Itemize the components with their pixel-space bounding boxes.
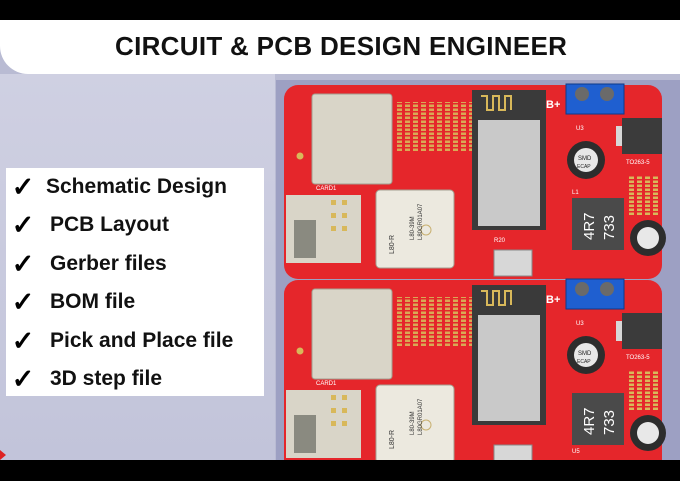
inductor-value: 4R7	[581, 212, 598, 240]
inductor-value: 4R7	[581, 407, 598, 435]
check-icon: ✓	[11, 363, 35, 394]
deliverable-label: BOM file	[50, 290, 136, 313]
card-label: CARD1	[316, 381, 337, 387]
deliverable-label: 3D step file	[50, 367, 163, 390]
power-label: B+	[546, 99, 560, 111]
u3-label: U3	[576, 126, 584, 132]
pcb-board-bottom: CARD1 L80-R L80-39M L80GR01A07	[284, 278, 666, 460]
list-item: ✓ Gerber files	[6, 245, 264, 283]
deliverable-label: Gerber files	[50, 252, 167, 275]
list-item: ✓ 3D step file	[6, 360, 264, 398]
cap-smd-label: SMD	[578, 156, 592, 162]
check-icon: ✓	[11, 209, 35, 240]
arrow-icon	[0, 450, 6, 460]
inductor-code: 733	[601, 410, 618, 435]
check-icon: ✓	[11, 171, 35, 202]
cap-ecap-label: ECAP	[577, 164, 591, 170]
regulator-label: TO263-5	[626, 160, 650, 166]
gps-part-number: L80GR01A07	[418, 203, 424, 240]
check-icon: ✓	[11, 248, 35, 279]
page-title: CIRCUIT & PCB DESIGN ENGINEER	[115, 31, 568, 61]
pcb-board-top: CARD1 L80-R L80-39M L80GR01A07	[284, 83, 666, 279]
deliverables-list: ✓ Schematic Design ✓ PCB Layout ✓ Gerber…	[6, 168, 264, 396]
check-icon: ✓	[11, 286, 35, 317]
gig-image: CIRCUIT & PCB DESIGN ENGINEER ✓ Schemati…	[0, 20, 680, 460]
r20-label: R20	[494, 238, 506, 244]
gps-module-label: L80-R	[389, 430, 396, 449]
deliverable-label: Pick and Place file	[50, 329, 234, 352]
list-item: ✓ Schematic Design	[6, 168, 264, 206]
pcb-render: CARD1 L80-R L80-39M L80GR01A07	[284, 83, 666, 460]
check-icon: ✓	[11, 325, 35, 356]
pcb-render-area: CARD1 L80-R L80-39M L80GR01A07	[276, 80, 680, 460]
power-label: B+	[546, 294, 560, 306]
cap-ecap-label: ECAP	[577, 359, 591, 365]
cap-smd-label: SMD	[578, 351, 592, 357]
gps-part-label: L80-39M	[410, 216, 416, 240]
title-banner: CIRCUIT & PCB DESIGN ENGINEER	[0, 20, 680, 74]
regulator-label: TO263-5	[626, 355, 650, 361]
list-item: ✓ BOM file	[6, 283, 264, 321]
u5-label: U5	[572, 449, 580, 455]
u3-label: U3	[576, 321, 584, 327]
list-item: ✓ Pick and Place file	[6, 322, 264, 360]
list-item: ✓ PCB Layout	[6, 206, 264, 244]
gps-module-label: L80-R	[389, 235, 396, 254]
deliverable-label: Schematic Design	[46, 175, 227, 198]
gps-part-number: L80GR01A07	[418, 398, 424, 435]
card-label: CARD1	[316, 186, 337, 192]
l1-label: L1	[572, 190, 579, 196]
inductor-code: 733	[601, 215, 618, 240]
gps-part-label: L80-39M	[410, 411, 416, 435]
deliverable-label: PCB Layout	[50, 213, 170, 236]
